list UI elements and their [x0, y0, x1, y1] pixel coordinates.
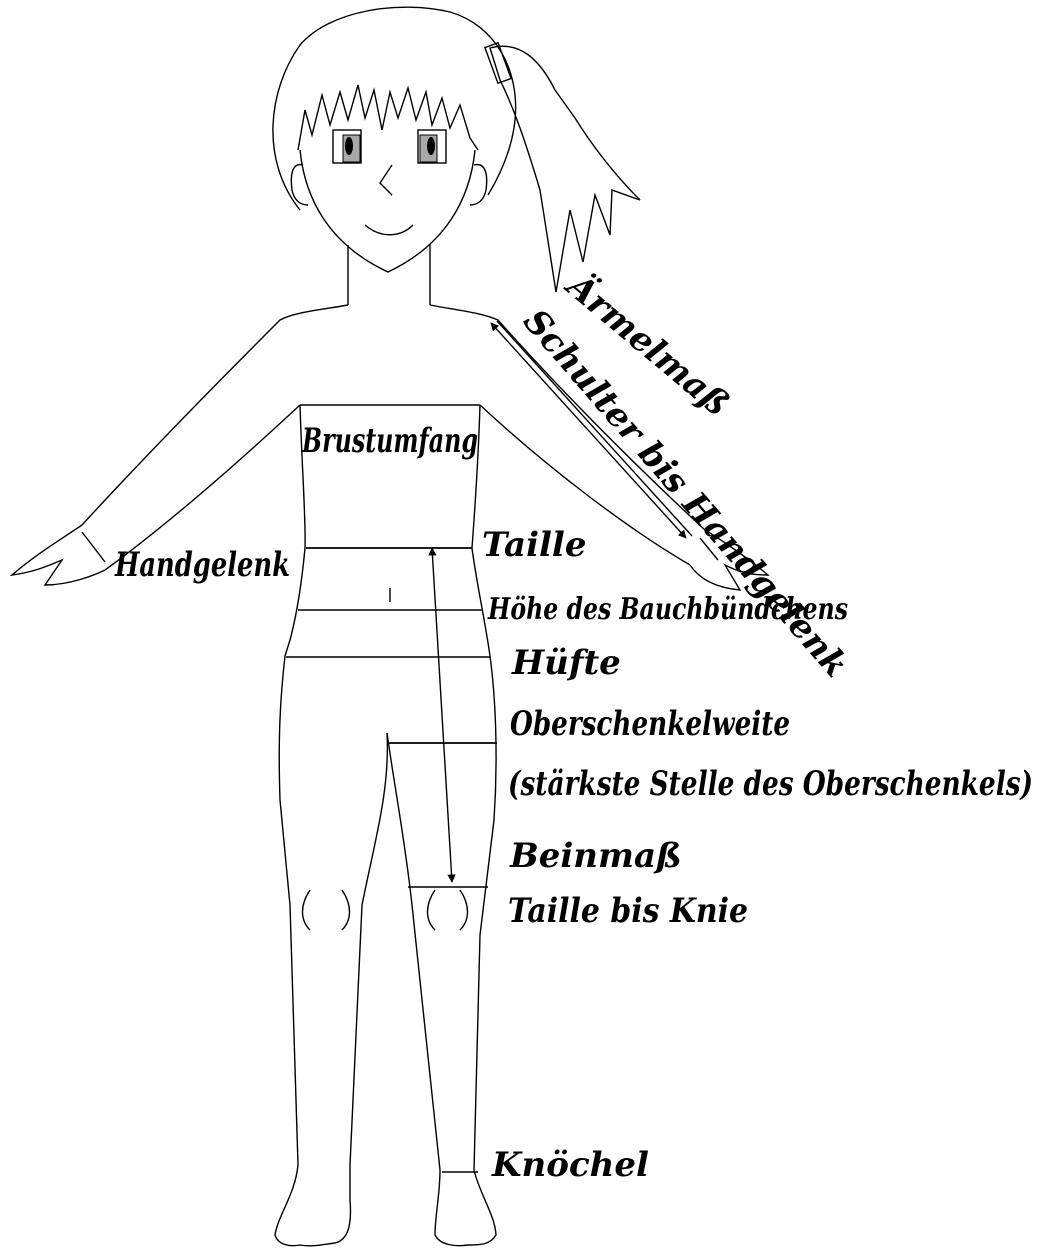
label-waist: Taille	[482, 525, 586, 565]
label-bust: Brustumfang	[301, 421, 478, 461]
head	[273, 7, 516, 272]
ponytail	[485, 43, 640, 292]
torso	[279, 405, 496, 1170]
leg-length-arrow	[432, 548, 452, 882]
label-ankle: Knöchel	[491, 1145, 649, 1185]
right-eye	[418, 130, 446, 163]
label-leg-sub: Taille bis Knie	[508, 891, 748, 931]
label-wrist: Handgelenk	[114, 545, 290, 585]
feet	[275, 1165, 496, 1246]
label-thigh: Oberschenkelweite	[510, 704, 790, 744]
label-hip: Hüfte	[511, 643, 621, 683]
knees	[303, 890, 468, 930]
label-belly-band-height: Höhe des Bauchbündchens	[487, 592, 848, 627]
left-eye	[333, 130, 361, 163]
label-thigh-sub: (stärkste Stelle des Oberschenkels)	[508, 764, 1033, 804]
label-leg-title: Beinmaß	[509, 836, 682, 876]
